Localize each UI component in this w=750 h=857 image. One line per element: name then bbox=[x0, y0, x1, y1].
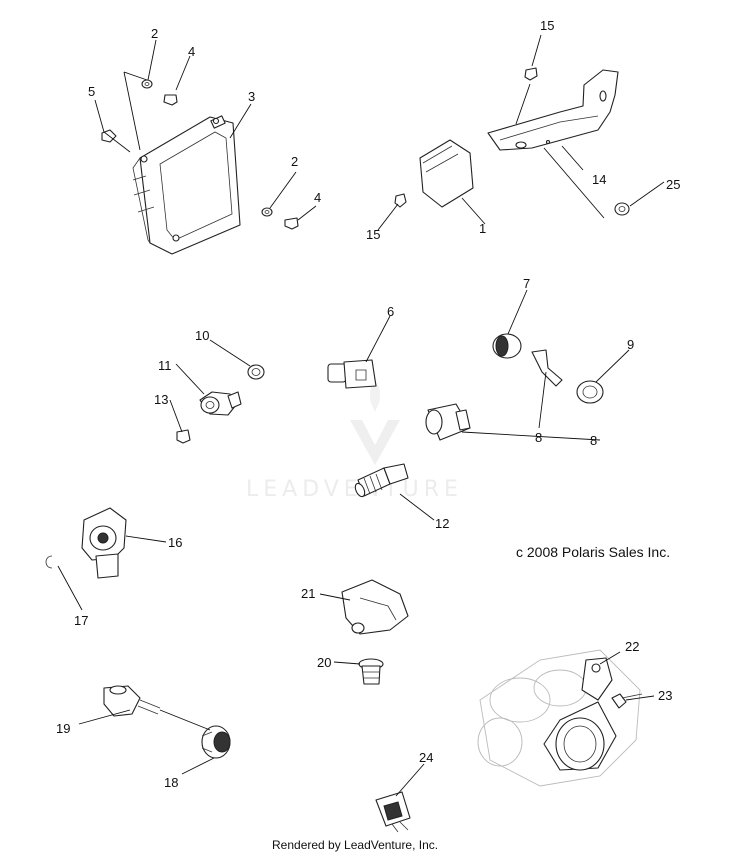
part-9-seal[interactable] bbox=[576, 380, 604, 404]
callout-6: 6 bbox=[387, 304, 394, 319]
part-17-clip[interactable] bbox=[45, 555, 53, 569]
callout-15-upper: 15 bbox=[540, 18, 554, 33]
callout-15-lower: 15 bbox=[366, 227, 380, 242]
callout-17: 17 bbox=[74, 613, 88, 628]
callout-16: 16 bbox=[168, 535, 182, 550]
callout-23: 23 bbox=[658, 688, 672, 703]
part-20-adapter[interactable] bbox=[358, 658, 384, 685]
watermark-logo-mark bbox=[350, 420, 400, 465]
part-15-clip-upper[interactable] bbox=[524, 67, 538, 81]
callout-2-upper: 2 bbox=[151, 26, 158, 41]
part-21-map-sensor[interactable] bbox=[341, 579, 409, 635]
callout-3: 3 bbox=[248, 89, 255, 104]
part-12-temp-sensor[interactable] bbox=[353, 463, 409, 498]
part-2-washer-lower[interactable] bbox=[261, 207, 273, 217]
callout-10: 10 bbox=[195, 328, 209, 343]
leader-lines bbox=[57, 34, 665, 797]
part-8-sensor[interactable] bbox=[425, 403, 471, 441]
callout-labels: 1 2 2 3 4 4 5 6 7 8 8 9 10 11 12 13 14 1… bbox=[56, 18, 680, 790]
callout-14: 14 bbox=[592, 172, 606, 187]
part-19-sensor[interactable] bbox=[103, 685, 161, 717]
part-6-sensor[interactable] bbox=[327, 359, 377, 389]
part-23-screw[interactable] bbox=[611, 693, 643, 709]
callout-7: 7 bbox=[523, 276, 530, 291]
part-13-screw[interactable] bbox=[176, 429, 191, 444]
part-7-cap[interactable] bbox=[492, 333, 522, 359]
callout-19: 19 bbox=[56, 721, 70, 736]
callout-18: 18 bbox=[164, 775, 178, 790]
part-4-screw-lower[interactable] bbox=[284, 217, 299, 230]
part-24-switch[interactable] bbox=[375, 791, 411, 833]
callout-8-clip: 8 bbox=[535, 430, 542, 445]
callout-22: 22 bbox=[625, 639, 639, 654]
callout-13: 13 bbox=[154, 392, 168, 407]
callout-12: 12 bbox=[435, 516, 449, 531]
callout-1: 1 bbox=[479, 221, 486, 236]
callout-5: 5 bbox=[88, 84, 95, 99]
callout-8-sensor: 8 bbox=[590, 433, 597, 448]
callout-20: 20 bbox=[317, 655, 331, 670]
part-14-bracket[interactable] bbox=[487, 69, 619, 151]
callout-2-lower: 2 bbox=[291, 154, 298, 169]
callout-9: 9 bbox=[627, 337, 634, 352]
watermark-flame bbox=[369, 380, 381, 412]
part-3-ecu[interactable] bbox=[132, 115, 241, 255]
part-4-screw-upper[interactable] bbox=[163, 94, 178, 106]
part-2-washer-upper[interactable] bbox=[141, 79, 153, 89]
part-15-clip-lower[interactable] bbox=[394, 193, 407, 208]
callout-4-lower: 4 bbox=[314, 190, 321, 205]
render-footer: Rendered by LeadVenture, Inc. bbox=[272, 838, 438, 852]
part-1-cover[interactable] bbox=[419, 139, 474, 208]
watermark-text: LEADVENTURE bbox=[246, 477, 463, 502]
part-25-grommet[interactable] bbox=[614, 202, 630, 216]
copyright-notice: c 2008 Polaris Sales Inc. bbox=[516, 544, 670, 560]
part-18-sensor[interactable] bbox=[201, 725, 231, 759]
callout-21: 21 bbox=[301, 586, 315, 601]
part-22-throttle-body[interactable] bbox=[477, 649, 641, 787]
callout-24: 24 bbox=[419, 750, 433, 765]
callout-25: 25 bbox=[666, 177, 680, 192]
part-10-o-ring[interactable] bbox=[247, 364, 265, 380]
callout-4-upper: 4 bbox=[188, 44, 195, 59]
part-11-sensor[interactable] bbox=[199, 391, 242, 416]
callout-11: 11 bbox=[158, 358, 172, 373]
part-8-clip[interactable] bbox=[531, 349, 563, 387]
part-16-knock-sensor[interactable] bbox=[81, 507, 127, 579]
leadventure-watermark: LEADVENTURE bbox=[246, 380, 463, 502]
